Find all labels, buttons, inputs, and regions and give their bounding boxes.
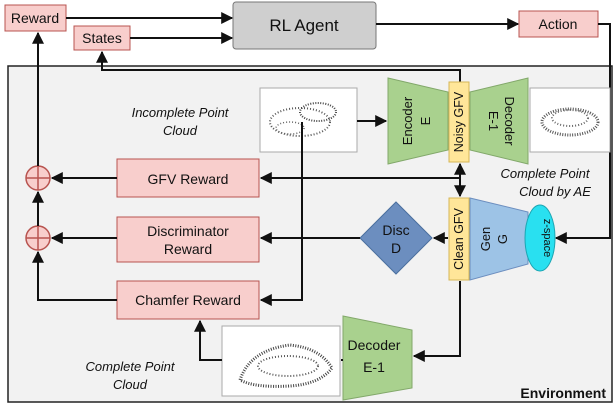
reward-box (4, 4, 67, 32)
noisy-gfv-bar (448, 81, 470, 163)
action-label: Action (539, 16, 578, 32)
encoder-label-line2: E (418, 116, 433, 125)
noisy-gfv-to-states-arrow (96, 50, 461, 84)
generator-label-line1: Gen (478, 227, 493, 252)
incomplete-cloud-caption-line1: Incomplete Point (132, 105, 230, 120)
states-label: States (82, 30, 122, 46)
incomplete-point-cloud-dots (269, 102, 337, 137)
gfv-reward-box (116, 158, 260, 198)
encoder-label-line1: Encoder (400, 96, 415, 145)
chamfer-reward-to-sum-arrow (32, 250, 117, 301)
discriminator-reward-label-line1: Discriminator (147, 223, 229, 239)
rl-agent-label: RL Agent (269, 16, 339, 35)
discriminator-reward-label-line2: Reward (164, 241, 212, 257)
chamfer-reward-box (116, 280, 260, 320)
environment-label: Environment (520, 385, 606, 401)
incomplete-cloud-caption-line2: Cloud (163, 123, 198, 138)
generator-block (469, 197, 529, 281)
discriminator-label-line2: D (391, 240, 401, 256)
encoder-block (387, 77, 449, 165)
decoder-bottom-label-line1: Decoder (348, 337, 401, 353)
clean-gfv-label: Clean GFV (452, 207, 466, 269)
decoder-top-label-line2: E-1 (486, 111, 501, 131)
decoder-bottom-block (342, 315, 413, 401)
states-box (73, 25, 131, 51)
z-space-ellipse (524, 204, 556, 272)
discriminator-reward-box (116, 216, 260, 263)
complete-point-cloud-dots (238, 343, 334, 388)
z-space-label: z-space (541, 219, 553, 258)
noisy-gfv-label: Noisy GFV (452, 91, 466, 152)
generator-label-line2: G (495, 234, 510, 244)
decoder-bottom-label-line2: E-1 (363, 359, 385, 375)
chamfer-reward-label: Chamfer Reward (135, 292, 241, 308)
discriminator-diamond (359, 201, 433, 275)
decoder-top-label-line1: Decoder (502, 96, 517, 146)
sum-node-top (25, 165, 51, 191)
rl-agent-box (232, 1, 377, 50)
clouds-to-chamfer-reward-arrow (259, 122, 303, 306)
action-box (518, 10, 599, 38)
ae-point-cloud-dots (540, 107, 600, 137)
decoder-top-block (469, 77, 529, 165)
complete-point-cloud-image (221, 325, 341, 397)
sum-node-bottom (25, 225, 51, 251)
ae-cloud-caption-line1: Complete Point (501, 166, 591, 181)
clean-gfv-bar (448, 197, 470, 281)
gfv-reward-label: GFV Reward (148, 171, 229, 187)
discriminator-label-line1: Disc (382, 222, 409, 238)
incomplete-point-cloud-image (259, 87, 358, 153)
complete-cloud-to-chamfer-arrow (194, 319, 222, 361)
ae-cloud-caption-line2: Cloud by AE (519, 184, 591, 199)
reward-label: Reward (11, 10, 59, 26)
complete-cloud-caption-line1: Complete Point (86, 359, 176, 374)
complete-cloud-caption-line2: Cloud (113, 377, 148, 392)
gen-to-bottom-decoder-arrow (412, 281, 461, 362)
